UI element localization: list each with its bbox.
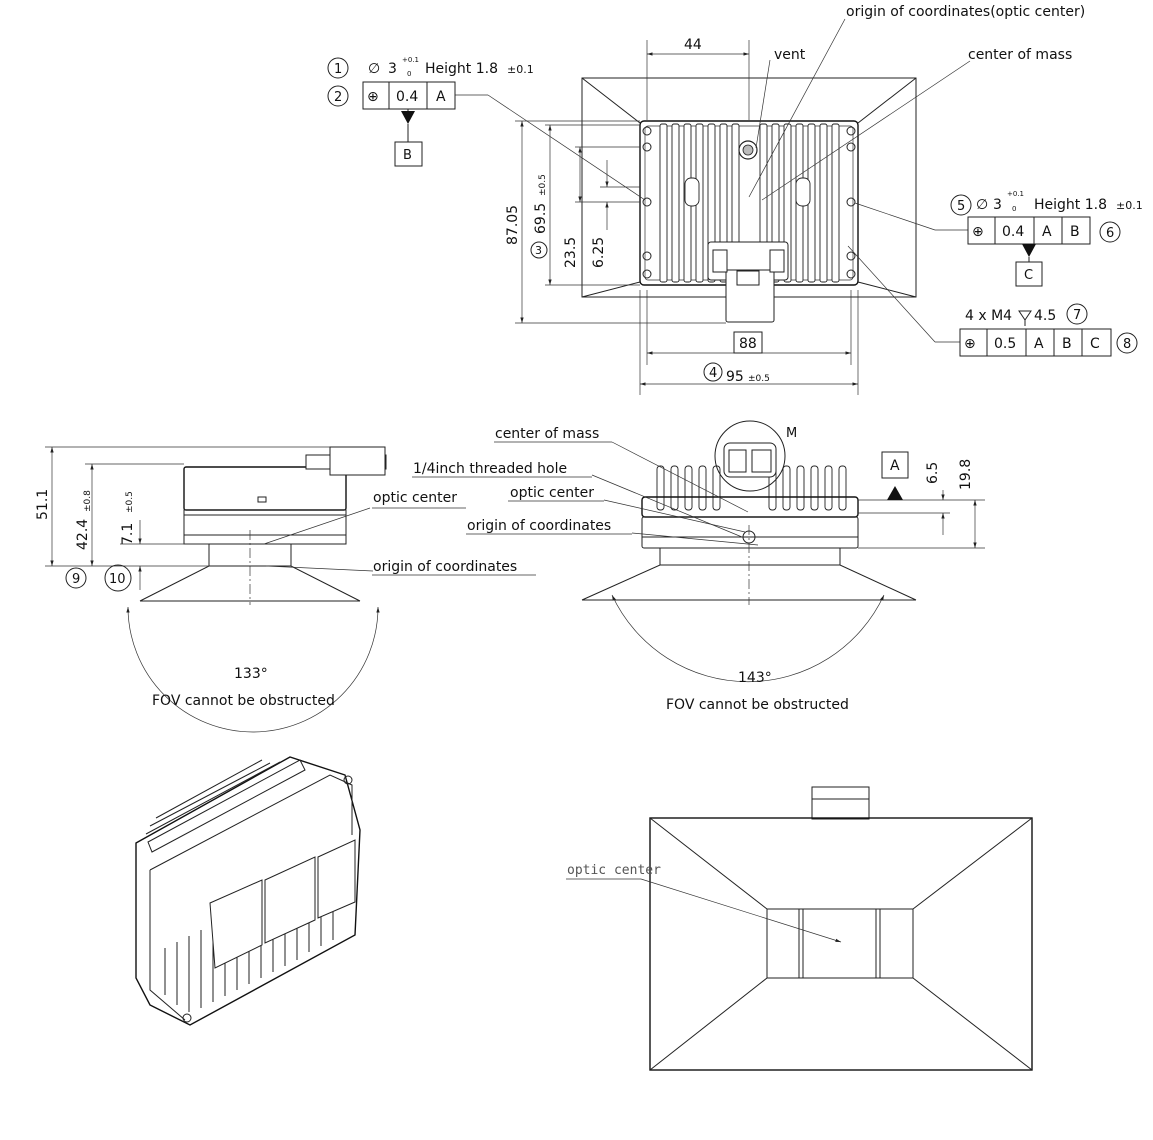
dim-95: 95: [726, 369, 744, 385]
svg-text:0: 0: [407, 70, 411, 78]
fov-note-front: FOV cannot be obstructed: [666, 697, 849, 713]
svg-text:5: 5: [957, 199, 965, 214]
svg-text:⊕: ⊕: [972, 224, 984, 240]
svg-text:B: B: [1062, 336, 1072, 352]
dim-19-8: 19.8: [958, 459, 974, 490]
dim-51-1: 51.1: [35, 489, 51, 520]
svg-text:B: B: [1070, 224, 1080, 240]
dim-44: 44: [684, 37, 702, 53]
top-view: [455, 18, 971, 395]
svg-text:0.4: 0.4: [1002, 224, 1024, 240]
fov-note-side: FOV cannot be obstructed: [152, 693, 335, 709]
isometric-view: [135, 756, 361, 1026]
svg-text:Height 1.8: Height 1.8: [1034, 197, 1107, 213]
side-view: [45, 446, 387, 733]
svg-text:7: 7: [1073, 308, 1081, 323]
optic-center-label-bottom: optic center: [567, 863, 661, 878]
device-body-side: [183, 466, 347, 511]
svg-text:Height 1.8: Height 1.8: [425, 61, 498, 77]
dim-7-1: 7.1: [120, 523, 136, 545]
dim-6-25: 6.25: [591, 237, 607, 268]
front-view: [412, 420, 985, 683]
center-of-mass-label-front: center of mass: [495, 426, 599, 442]
dim-42-4-tol: ±0.8: [83, 490, 93, 512]
svg-text:B: B: [403, 148, 412, 163]
dim-88: 88: [739, 336, 757, 352]
callout-10: 10: [109, 572, 126, 587]
svg-text:3: 3: [388, 61, 397, 77]
callout-4: 4: [709, 366, 717, 381]
dim-42-4: 42.4: [75, 519, 91, 550]
svg-text:A: A: [1042, 224, 1052, 240]
center-of-mass-label: center of mass: [968, 47, 1072, 63]
svg-text:4 x M4: 4 x M4: [965, 308, 1012, 324]
svg-text:∅: ∅: [976, 197, 988, 213]
dim-7-1-tol: ±0.5: [125, 491, 135, 513]
svg-text:8: 8: [1123, 337, 1131, 352]
dim-69-5-tol: ±0.5: [538, 174, 548, 196]
svg-text:1: 1: [334, 62, 342, 77]
dim-23-5: 23.5: [563, 237, 579, 268]
svg-text:2: 2: [334, 90, 342, 105]
callout-9: 9: [72, 572, 80, 587]
optic-center-label-side: optic center: [373, 490, 457, 506]
svg-text:6: 6: [1106, 226, 1114, 241]
svg-text:±0.1: ±0.1: [507, 63, 534, 76]
dim-87-05: 87.05: [505, 205, 521, 245]
svg-text:∅: ∅: [368, 61, 380, 77]
dim-6-5: 6.5: [925, 462, 941, 484]
callout-right: 5 ∅ 3 +0.1 0 Height 1.8 ±0.1 ⊕ 0.4 A B 6…: [950, 190, 1143, 357]
fov-frame-bottom: [649, 817, 1033, 1071]
svg-text:C: C: [1090, 336, 1100, 352]
dim-69-5: 69.5: [533, 203, 549, 234]
origin-label-side: origin of coordinates: [373, 559, 517, 575]
heatsink-fins-front: [656, 465, 847, 511]
svg-text:C: C: [1024, 268, 1033, 283]
callout-left: 1 2 ∅ 3 +0.1 0 Height 1.8 ±0.1 ⊕ 0.4 A B: [327, 56, 534, 167]
svg-text:4.5: 4.5: [1034, 308, 1056, 324]
svg-text:⊕: ⊕: [367, 89, 379, 105]
svg-text:3: 3: [993, 197, 1002, 213]
datum-a: A: [890, 458, 900, 474]
mounting-holes: [642, 126, 856, 279]
threaded-hole-label: 1/4inch threaded hole: [413, 461, 567, 477]
svg-text:+0.1: +0.1: [1007, 190, 1024, 198]
svg-text:A: A: [436, 89, 446, 105]
svg-text:A: A: [1034, 336, 1044, 352]
fov-angle-front: 143°: [738, 670, 772, 686]
svg-text:0.4: 0.4: [396, 89, 418, 105]
svg-text:±0.1: ±0.1: [1116, 199, 1143, 212]
origin-label: origin of coordinates(optic center): [846, 4, 1085, 20]
svg-text:⊕: ⊕: [964, 336, 976, 352]
fov-angle-side: 133°: [234, 666, 268, 682]
callout-3: 3: [535, 244, 542, 257]
origin-label-front: origin of coordinates: [467, 518, 611, 534]
svg-text:0.5: 0.5: [994, 336, 1016, 352]
optic-center-label-front: optic center: [510, 485, 594, 501]
m-label: M: [786, 426, 797, 441]
svg-text:0: 0: [1012, 205, 1016, 213]
svg-text:+0.1: +0.1: [402, 56, 419, 64]
dim-95-tol: ±0.5: [748, 374, 770, 384]
bottom-view: [566, 786, 1033, 1071]
vent-label: vent: [774, 47, 806, 63]
